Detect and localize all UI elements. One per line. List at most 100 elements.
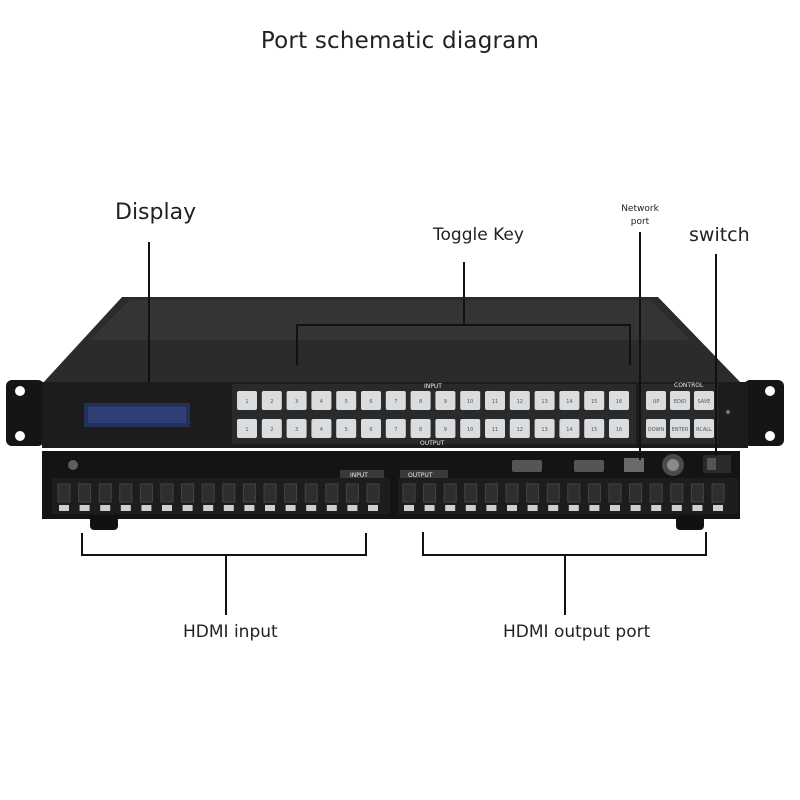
- input-hdmi-port: [345, 483, 359, 503]
- control-key: [670, 419, 690, 438]
- control-key: [670, 391, 690, 410]
- output-hdmi-port: [670, 483, 684, 503]
- output-hdmi-port-tag: [486, 505, 497, 511]
- input-key: [435, 391, 456, 410]
- panel-output-label: OUTPUT: [420, 440, 445, 447]
- input-key: [609, 391, 629, 410]
- output-hdmi-port: [402, 483, 416, 503]
- output-key: [435, 419, 456, 438]
- control-key-label: RCALL: [696, 427, 712, 433]
- hdmi-input-ports: [57, 483, 380, 511]
- output-hdmi-port: [526, 483, 540, 503]
- callout-hdmi-output-bracket: [422, 532, 707, 556]
- display-label: Display: [115, 200, 197, 225]
- output-key-number: 15: [591, 427, 597, 433]
- output-hdmi-port: [464, 483, 478, 503]
- output-hdmi-port: [608, 483, 622, 503]
- output-key-number: 5: [345, 427, 348, 433]
- input-key-number: 14: [566, 399, 572, 405]
- input-hdmi-port: [181, 483, 195, 503]
- input-key: [361, 391, 381, 410]
- control-key-label: SAVE: [698, 399, 711, 405]
- input-hdmi-port: [119, 483, 133, 503]
- input-key-number: 8: [419, 399, 422, 405]
- input-key: [385, 391, 406, 410]
- input-key: [485, 391, 505, 410]
- input-key: [509, 391, 530, 410]
- input-key-number: 5: [345, 399, 348, 405]
- input-key: [336, 391, 357, 410]
- input-key-number: 6: [369, 399, 372, 405]
- rs232-label: RS232: [519, 347, 581, 369]
- panel-control-label: CONTROL: [674, 382, 704, 389]
- input-hdmi-port-tag: [120, 505, 131, 511]
- output-hdmi-port-tag: [548, 505, 559, 511]
- output-key: [385, 419, 406, 438]
- hdmi-output-ports: [402, 483, 725, 511]
- hdmi-output-label: HDMI output port: [503, 622, 651, 642]
- input-key-number: 4: [320, 399, 323, 405]
- input-hdmi-port-tag: [59, 505, 69, 511]
- input-hdmi-port: [366, 483, 380, 503]
- rack-ear-left-hole-bottom: [15, 431, 25, 441]
- output-key-number: 6: [369, 427, 372, 433]
- hdmi-input-label: HDMI input: [183, 622, 278, 642]
- output-hdmi-port-tag: [527, 505, 538, 511]
- rear-output-label: OUTPUT: [408, 472, 433, 479]
- output-key: [509, 419, 530, 438]
- power-switch-rocker: [707, 458, 716, 470]
- lcd-display-glow: [88, 407, 186, 423]
- input-hdmi-port: [201, 483, 215, 503]
- output-key-number: 16: [616, 427, 622, 433]
- output-hdmi-port-tag: [568, 505, 579, 511]
- control-key-label: UP: [653, 399, 660, 405]
- output-hdmi-port-tag: [424, 505, 435, 511]
- input-key: [584, 391, 605, 410]
- output-key-number: 4: [320, 427, 323, 433]
- output-hdmi-port-tag: [507, 505, 517, 511]
- output-key-number: 7: [394, 427, 397, 433]
- output-hdmi-port-tag: [445, 505, 456, 511]
- rear-input-label: INPUT: [350, 472, 368, 479]
- input-hdmi-port: [304, 483, 318, 503]
- input-key: [559, 391, 580, 410]
- input-hdmi-port-tag: [141, 505, 152, 511]
- input-key-number: 1: [245, 399, 248, 405]
- rear-input-tag: [340, 470, 384, 479]
- output-key: [460, 419, 481, 438]
- output-hdmi-port: [711, 483, 725, 503]
- rack-ear-right: [744, 380, 784, 446]
- input-hdmi-port-tag: [326, 505, 337, 511]
- output-key-number: 8: [419, 427, 422, 433]
- output-key: [584, 419, 605, 438]
- input-key-number: 10: [467, 399, 473, 405]
- output-key: [286, 419, 307, 438]
- input-hdmi-port: [242, 483, 256, 503]
- output-hdmi-port-tag: [630, 505, 641, 511]
- output-key-number: 10: [467, 427, 473, 433]
- network-port-label-line2: port: [630, 217, 650, 227]
- input-hdmi-port-tag: [79, 505, 90, 511]
- power-connector-core: [667, 459, 679, 471]
- output-hdmi-port: [567, 483, 581, 503]
- foot-right: [676, 516, 704, 530]
- input-hdmi-port-tag: [306, 505, 317, 511]
- diagram-title: Port schematic diagram: [260, 28, 540, 54]
- input-hdmi-port-tag: [100, 505, 111, 511]
- input-hdmi-port: [284, 483, 298, 503]
- lan-port: [624, 458, 644, 472]
- input-key-number: 9: [444, 399, 447, 405]
- input-hdmi-port: [222, 483, 236, 503]
- output-key-number: 9: [444, 427, 447, 433]
- control-key: [646, 419, 666, 438]
- output-hdmi-port-tag: [671, 505, 682, 511]
- input-key: [460, 391, 481, 410]
- input-hdmi-port: [263, 483, 277, 503]
- output-key: [609, 419, 629, 438]
- input-key-number: 15: [591, 399, 597, 405]
- output-hdmi-port-tag: [610, 505, 620, 511]
- output-key-number: 2: [270, 427, 273, 433]
- input-key-number: 2: [270, 399, 273, 405]
